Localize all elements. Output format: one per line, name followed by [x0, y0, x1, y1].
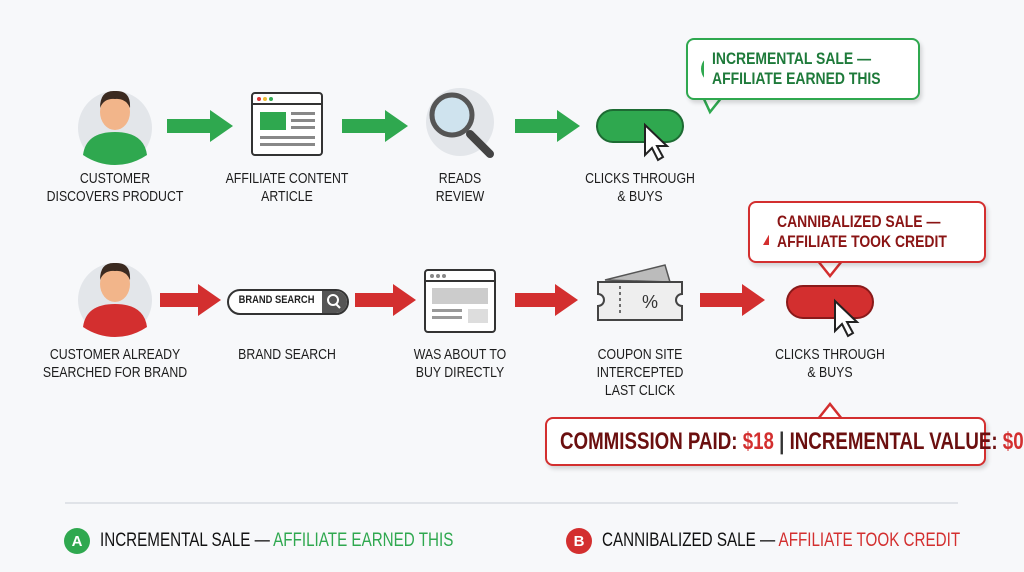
arrow-icon — [515, 110, 580, 142]
step-label: CLICKS THROUGH& BUYS — [585, 170, 695, 205]
badge-a: A — [64, 528, 90, 554]
magnifier-icon — [426, 88, 494, 158]
arrow-icon — [515, 284, 578, 316]
search-bar-icon — [227, 289, 349, 315]
arrow-icon — [355, 284, 416, 316]
arrow-icon — [342, 110, 408, 142]
arrow-icon — [700, 284, 765, 316]
legend-item-b: B CANNIBALIZED SALE — AFFILIATE TOOK CRE… — [566, 528, 1024, 554]
warning-icon — [763, 234, 769, 245]
buy-button-cursor-icon — [596, 109, 684, 162]
article-browser-icon — [251, 92, 323, 156]
cannibalized-callout: CANNIBALIZED SALE —AFFILIATE TOOK CREDIT — [748, 201, 986, 263]
person-icon — [78, 90, 152, 165]
arrow-icon — [160, 284, 221, 316]
legend-item-a: A INCREMENTAL SALE — AFFILIATE EARNED TH… — [64, 528, 542, 554]
buy-button-cursor-icon — [786, 285, 874, 338]
search-bar-text: BRAND SEARCH — [238, 294, 315, 306]
incremental-callout: INCREMENTAL SALE —AFFILIATE EARNED THIS — [686, 38, 920, 100]
badge-b: B — [566, 528, 592, 554]
browser-icon — [424, 269, 496, 333]
coupon-icon: % — [597, 264, 683, 321]
arrow-icon — [167, 110, 233, 142]
step-label: BRAND SEARCH — [238, 346, 336, 363]
commission-box: COMMISSION PAID: $18 | INCREMENTAL VALUE… — [545, 417, 1024, 466]
person-icon — [78, 262, 152, 337]
check-circle-icon — [701, 59, 705, 79]
step-label: CLICKS THROUGH& BUYS — [775, 346, 885, 381]
svg-text:%: % — [642, 292, 658, 312]
